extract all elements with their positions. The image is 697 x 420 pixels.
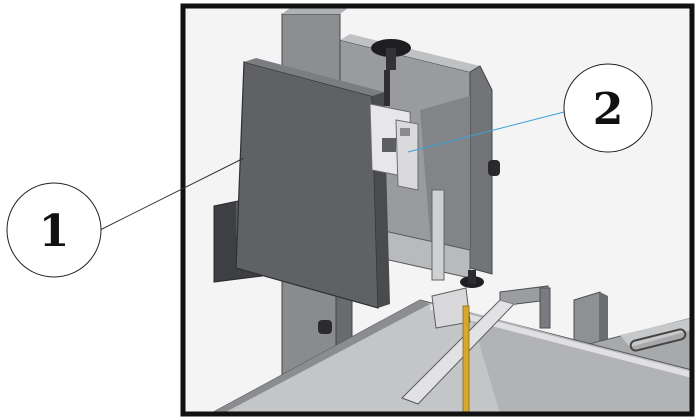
lower-guard-window [379,189,471,281]
callout-1-number: 1 [39,206,70,257]
callout-2: 2 [563,63,653,153]
left-door-panel [235,58,390,309]
saw-blade [462,305,470,415]
tension-knob [371,39,411,70]
lower-blade-guide [431,270,484,329]
callout-2-leader [407,111,565,153]
callout-2-number: 2 [593,84,624,135]
upper-blade-guide [369,70,419,191]
callout-1-leader [99,157,245,231]
drawing-frame [180,3,695,417]
callout-1: 1 [6,182,102,278]
